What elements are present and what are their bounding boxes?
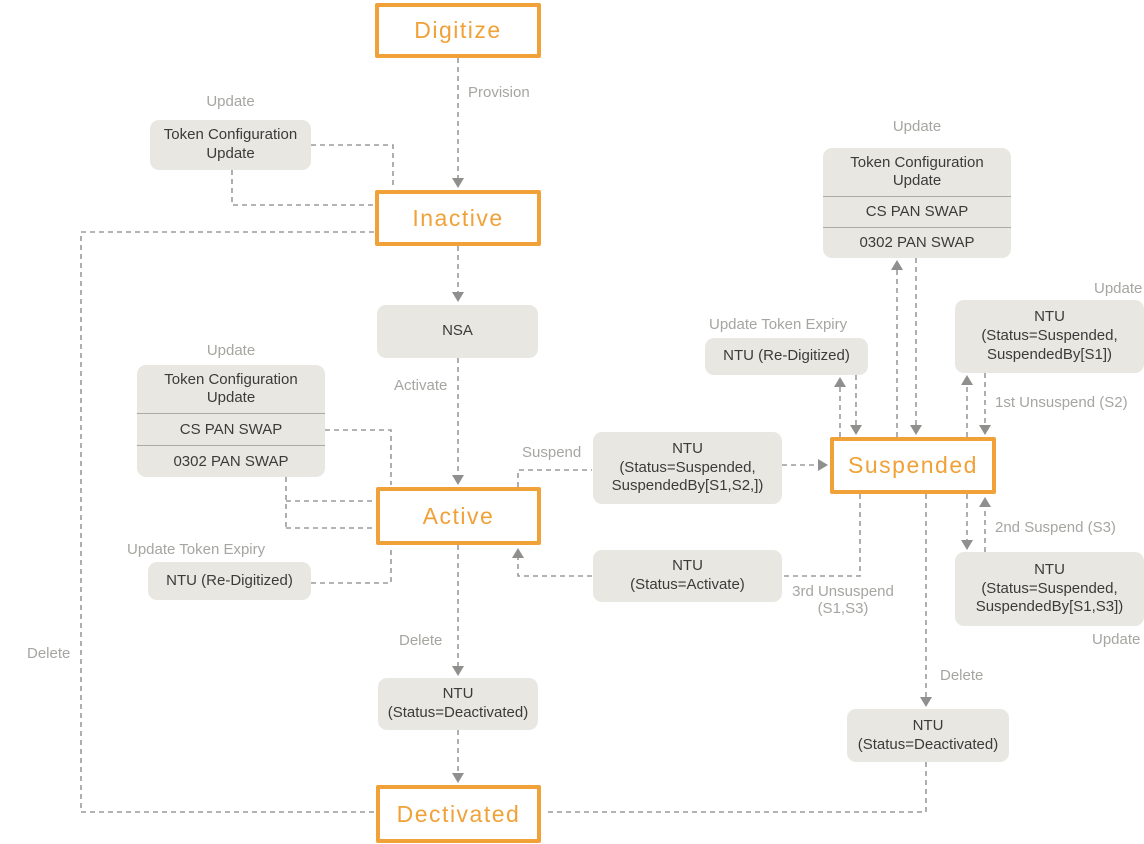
label-third-unsuspend: 3rd Unsuspend (S1,S3)	[792, 583, 894, 618]
arrow-into-suspended-left	[818, 459, 828, 471]
stack-row-token-config: Token Configuration Update	[137, 365, 325, 413]
arrow-into-s1-box	[961, 375, 973, 385]
event-line: Update	[206, 145, 255, 162]
label-suspend: Suspend	[522, 444, 582, 461]
label-update-token-expiry-right: Update Token Expiry	[709, 316, 848, 333]
event-ntu-activate: NTU (Status=Activate)	[593, 550, 782, 602]
event-ntu-suspended-s1s3: NTU (Status=Suspended, SuspendedBy[S1,S3…	[955, 552, 1144, 626]
stack-row-line: Update	[892, 172, 942, 189]
event-line: (Status=Deactivated)	[387, 704, 529, 721]
event-line: (Status=Suspended,	[981, 579, 1118, 597]
arrow-into-s1s3-box	[961, 540, 973, 550]
edge-third-unsuspend	[783, 494, 861, 577]
event-line: Token Configuration	[163, 126, 298, 144]
stack-row-0302-pan-swap: 0302 PAN SWAP	[823, 227, 1011, 258]
stack-row-line: CS PAN SWAP	[179, 420, 283, 438]
label-update-token-expiry-left: Update Token Expiry	[127, 541, 266, 558]
arrow-into-active-top	[452, 475, 464, 485]
state-active-label: Active	[422, 502, 495, 529]
label-update-s1s3: Update	[1092, 631, 1141, 648]
state-digitize-label: Digitize	[414, 17, 502, 43]
stack-row-line: Token Configuration	[164, 371, 298, 388]
arrow-into-nsa	[452, 292, 464, 302]
arrow-into-inactive	[452, 178, 464, 188]
arrow-into-active-bottom	[512, 548, 524, 558]
edge-stackleft-active-top	[325, 429, 392, 485]
stack-row-line: Token Configuration	[850, 154, 984, 171]
arrow-into-suspended-bottom	[979, 497, 991, 507]
arrow-into-redig-right	[834, 377, 846, 387]
stack-row-line: 0302 PAN SWAP	[859, 234, 975, 251]
event-line: NTU	[442, 685, 474, 703]
label-second-suspend: 2nd Suspend (S3)	[995, 519, 1116, 536]
state-dectivated-label: Dectivated	[396, 800, 521, 827]
edge-suspend-corner	[517, 469, 592, 487]
arrow-into-suspended-top-3	[979, 425, 991, 435]
state-inactive-label: Inactive	[412, 204, 504, 231]
state-active: Active	[376, 487, 541, 545]
event-nsa-label: NSA	[442, 322, 473, 340]
arrow-into-dectivated	[452, 773, 464, 783]
edge-inactive-delete-left	[80, 231, 374, 813]
event-line: NTU (Re-Digitized)	[723, 347, 850, 365]
label-delete-left: Delete	[27, 645, 71, 662]
event-ntu-redigitized-right: NTU (Re-Digitized)	[705, 338, 868, 375]
stack-row-cs-pan-swap: CS PAN SWAP	[137, 413, 325, 445]
event-line: NTU	[672, 439, 703, 457]
arrow-into-suspended-top-1	[910, 425, 922, 435]
event-line: (Status=Deactivated)	[857, 735, 999, 753]
stack-row-line: CS PAN SWAP	[865, 203, 969, 220]
event-stack-left: Token Configuration Update CS PAN SWAP 0…	[137, 365, 325, 477]
stack-row-line: Update	[206, 389, 256, 406]
label-delete-center: Delete	[399, 632, 443, 649]
event-line: NTU	[1034, 308, 1065, 326]
state-dectivated: Dectivated	[376, 785, 541, 843]
event-line: (Status=Suspended,	[981, 327, 1118, 345]
state-digitize: Digitize	[375, 3, 541, 58]
label-activate: Activate	[394, 377, 448, 394]
edge-tcu-bottom-inactive	[231, 170, 373, 206]
label-delete-right: Delete	[940, 667, 984, 684]
event-line: SuspendedBy[S1,S3])	[975, 598, 1124, 616]
label-update-topleft: Update	[206, 93, 255, 110]
event-line: SuspendedBy[S1])	[986, 345, 1113, 363]
label-update-stackright: Update	[892, 118, 942, 135]
event-ntu-deactivated-right: NTU (Status=Deactivated)	[847, 709, 1009, 762]
event-line: NTU	[672, 557, 703, 575]
arrow-into-deact-center	[452, 666, 464, 676]
arrow-into-suspended-top-2	[850, 425, 862, 435]
arrow-into-stackright	[891, 260, 903, 270]
event-line: NTU (Re-Digitized)	[166, 571, 293, 589]
edge-redigleft-active	[311, 548, 392, 584]
label-update-s1: Update	[1094, 280, 1143, 297]
event-line: (Status=Suspended,	[619, 458, 756, 476]
event-ntu-suspended-s1s2: NTU (Status=Suspended, SuspendedBy[S1,S2…	[593, 432, 782, 504]
label-provision: Provision	[468, 84, 530, 101]
event-ntu-redigitized-left: NTU (Re-Digitized)	[148, 562, 311, 600]
state-suspended-label: Suspended	[848, 452, 978, 478]
event-line: SuspendedBy[S1,S2,])	[611, 477, 764, 495]
event-line: (Status=Activate)	[630, 576, 745, 593]
stack-row-cs-pan-swap: CS PAN SWAP	[823, 196, 1011, 227]
label-first-unsuspend: 1st Unsuspend (S2)	[995, 394, 1128, 411]
state-inactive: Inactive	[375, 190, 541, 246]
edge-activatebox-active	[517, 552, 592, 577]
stack-row-line: 0302 PAN SWAP	[173, 452, 289, 470]
event-token-config-update-topleft: Token Configuration Update	[150, 120, 311, 170]
edge-tcu-right-inactive	[311, 144, 394, 188]
label-update-stackleft: Update	[206, 342, 256, 359]
stack-row-0302-pan-swap: 0302 PAN SWAP	[137, 445, 325, 477]
event-stack-right: Token Configuration Update CS PAN SWAP 0…	[823, 148, 1011, 258]
edge-deact-right-dectivated	[544, 762, 927, 813]
event-line: NTU	[1034, 560, 1065, 578]
event-nsa: NSA	[377, 305, 538, 358]
event-ntu-deactivated-center: NTU (Status=Deactivated)	[378, 678, 538, 730]
arrow-into-deact-right	[920, 697, 932, 707]
state-suspended: Suspended	[830, 437, 996, 494]
event-line: NTU	[912, 716, 944, 734]
stack-row-token-config: Token Configuration Update	[823, 148, 1011, 196]
event-ntu-suspended-s1: NTU (Status=Suspended, SuspendedBy[S1])	[955, 300, 1144, 373]
